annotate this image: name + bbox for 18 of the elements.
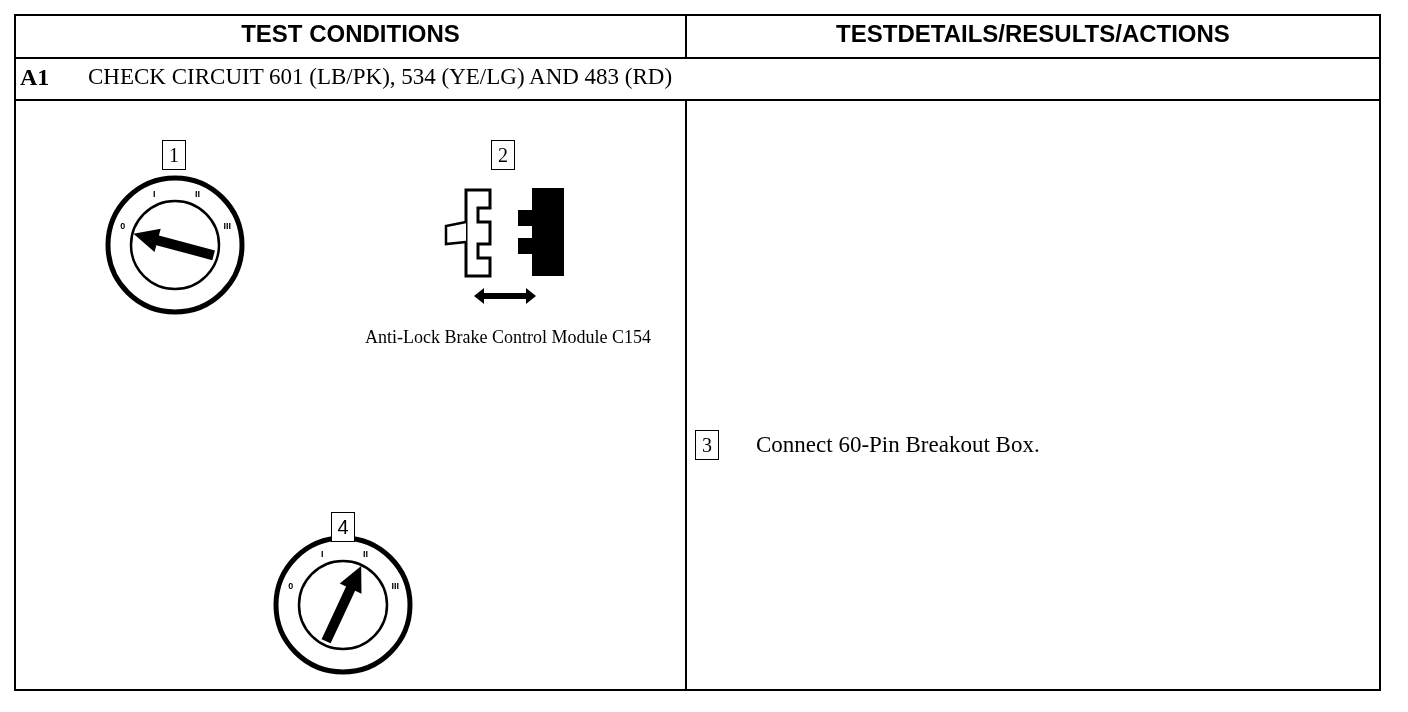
callout-number: 2 [491, 140, 515, 170]
dial-mark: I [320, 549, 324, 559]
callout-number: 1 [162, 140, 186, 170]
dial-mark: 0 [120, 221, 126, 231]
dial-mark: 0 [288, 581, 294, 591]
column-header: TESTDETAILS/RESULTS/ACTIONS [835, 20, 1231, 48]
dial-mark: III [391, 581, 399, 591]
instruction-text: Connect 60-Pin Breakout Box. [756, 432, 1041, 458]
dial-mark: II [195, 189, 201, 199]
dial-mark: I [152, 189, 156, 199]
callout-number: 4 [331, 512, 355, 542]
component-caption: Anti-Lock Brake Control Module C154 [364, 327, 652, 348]
step-title: CHECK CIRCUIT 601 (LB/PK), 534 (YE/LG) AND 483 (RD) [88, 64, 674, 90]
callout-number: 3 [695, 430, 719, 460]
dial-mark: III [223, 221, 231, 231]
dial-mark: II [363, 549, 369, 559]
column-header: TEST CONDITIONS [240, 20, 461, 48]
step-number: A1 [20, 64, 51, 91]
